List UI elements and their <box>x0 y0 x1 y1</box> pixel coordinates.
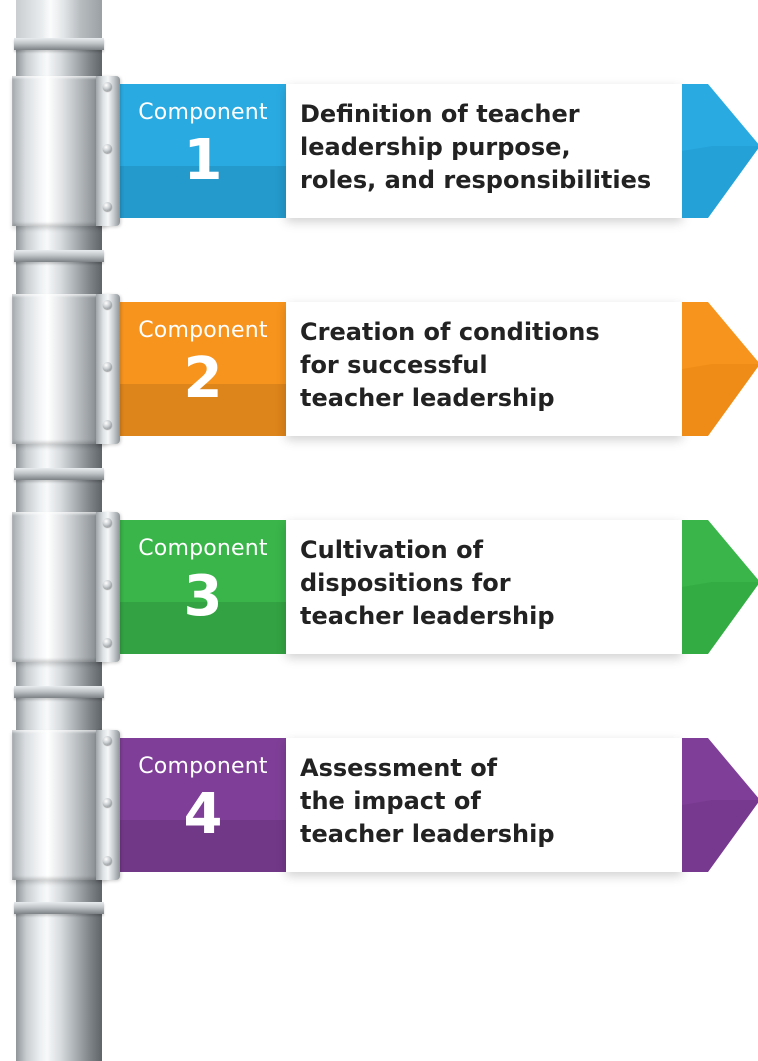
pole-clamp-band <box>12 512 106 662</box>
pole-clamp-band <box>12 730 106 880</box>
rivet-icon <box>103 856 112 865</box>
component-1-sign: Component 1 Definition of teacher leader… <box>120 84 758 218</box>
rivet-icon <box>103 300 112 309</box>
pole-ring <box>14 468 104 480</box>
component-4-label: Component <box>138 754 268 779</box>
rivet-icon <box>103 202 112 211</box>
component-4-panel: Assessment of the impact of teacher lead… <box>286 738 682 872</box>
rivet-icon <box>103 638 112 647</box>
rivet-icon <box>103 144 112 153</box>
rivet-icon <box>103 420 112 429</box>
pole-ring <box>14 902 104 914</box>
rivet-icon <box>103 518 112 527</box>
rivet-icon <box>103 736 112 745</box>
component-2-label: Component <box>138 318 268 343</box>
component-3-sign: Component 3 Cultivation of dispositions … <box>120 520 758 654</box>
sign-bracket <box>96 294 120 444</box>
pole-ring <box>14 38 104 50</box>
pole-ring <box>14 686 104 698</box>
component-3-arrow-icon <box>682 520 758 654</box>
pole-clamp-band <box>12 76 106 226</box>
component-1-panel: Definition of teacher leadership purpose… <box>286 84 682 218</box>
pole-ring <box>14 250 104 262</box>
component-3-number: 3 <box>183 564 223 629</box>
component-4-title: Assessment of the impact of teacher lead… <box>300 754 555 848</box>
pole-top-cap <box>16 0 102 38</box>
rivet-icon <box>103 580 112 589</box>
sign-bracket <box>96 512 120 662</box>
rivet-icon <box>103 82 112 91</box>
sign-bracket <box>96 76 120 226</box>
component-2-title: Creation of conditions for successful te… <box>300 318 600 412</box>
component-4-badge: Component 4 <box>120 738 286 872</box>
component-2-number: 2 <box>183 346 223 411</box>
component-2-badge: Component 2 <box>120 302 286 436</box>
component-3-badge: Component 3 <box>120 520 286 654</box>
pole-clamp-band <box>12 294 106 444</box>
component-1-label: Component <box>138 100 268 125</box>
sign-bracket <box>96 730 120 880</box>
component-1-title: Definition of teacher leadership purpose… <box>300 100 652 194</box>
component-2-arrow-icon <box>682 302 758 436</box>
rivet-icon <box>103 798 112 807</box>
component-2-sign: Component 2 Creation of conditions for s… <box>120 302 758 436</box>
component-4-arrow-icon <box>682 738 758 872</box>
component-1-badge: Component 1 <box>120 84 286 218</box>
component-4-number: 4 <box>183 782 223 847</box>
component-1-number: 1 <box>183 128 223 193</box>
rivet-icon <box>103 362 112 371</box>
component-4-sign: Component 4 Assessment of the impact of … <box>120 738 758 872</box>
component-3-label: Component <box>138 536 268 561</box>
signpost-pole <box>12 0 106 1061</box>
component-1-arrow-icon <box>682 84 758 218</box>
component-2-panel: Creation of conditions for successful te… <box>286 302 682 436</box>
component-3-title: Cultivation of dispositions for teacher … <box>300 536 555 630</box>
component-3-panel: Cultivation of dispositions for teacher … <box>286 520 682 654</box>
